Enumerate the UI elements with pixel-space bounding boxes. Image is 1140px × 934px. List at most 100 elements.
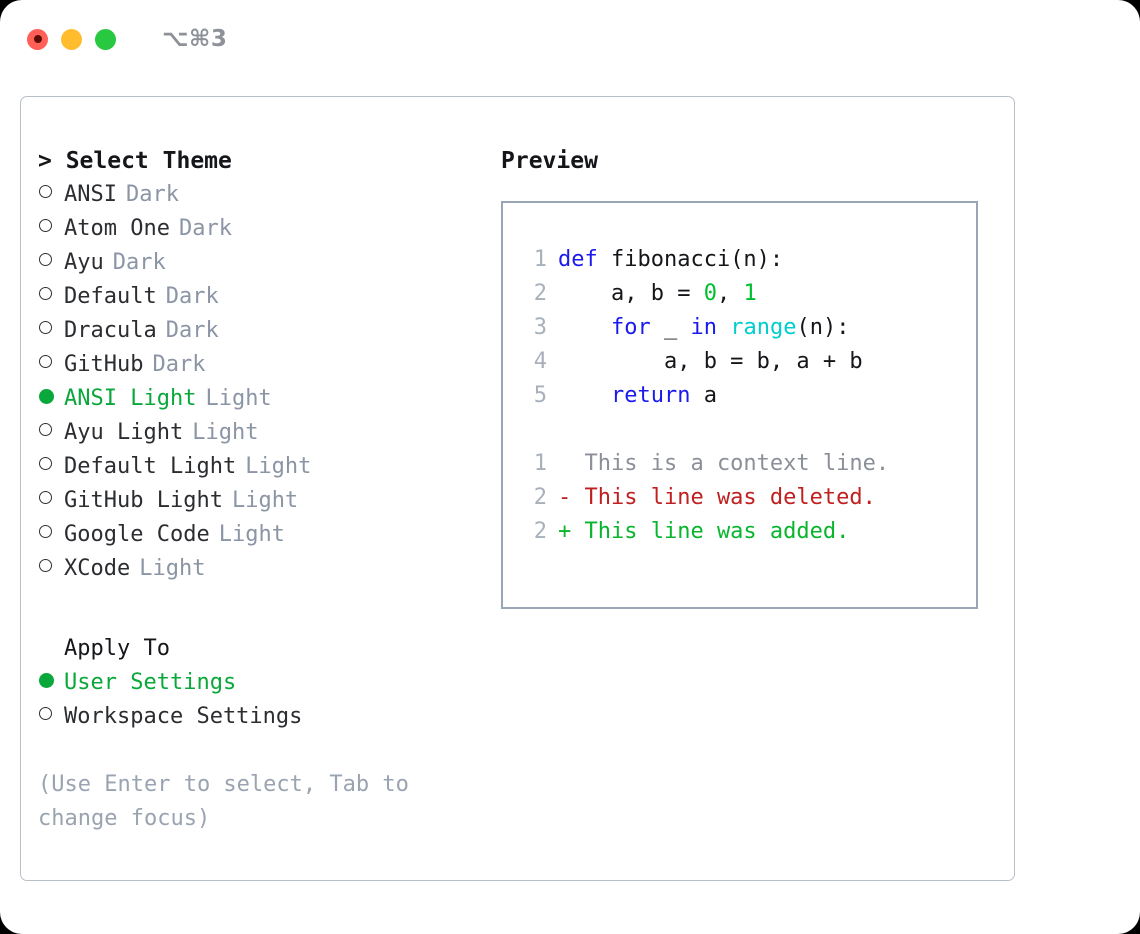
section-spacer: [38, 586, 486, 632]
token: return: [610, 383, 691, 408]
keyboard-shortcut-label: ⌥⌘3: [162, 26, 228, 52]
diff-line: 2 + This line was added.: [517, 515, 976, 549]
token: 0: [703, 281, 717, 306]
code-line-text: a, b = 0, 1: [558, 277, 757, 311]
code-line: 3 for _ in range(n):: [517, 311, 976, 345]
theme-option-badge: Light: [205, 386, 272, 411]
code-line: 2 a, b = 0, 1: [517, 277, 976, 311]
token: a, b = b, a + b: [558, 349, 863, 374]
window-controls: [27, 28, 116, 50]
token: [558, 315, 611, 340]
token: for: [610, 315, 651, 340]
line-number: 4: [533, 349, 547, 374]
theme-option-badge: Dark: [152, 352, 206, 377]
radio-glyph: [39, 355, 52, 368]
theme-option-label: Ayu Light: [64, 420, 184, 445]
theme-option-badge: Dark: [178, 216, 232, 241]
theme-option-label: Default: [64, 284, 157, 309]
maximize-button[interactable]: [95, 28, 116, 50]
radio-glyph: [39, 185, 52, 198]
token: [717, 315, 730, 340]
theme-option-11[interactable]: XCode Light: [38, 552, 486, 586]
theme-option-0[interactable]: ANSI Dark: [38, 178, 486, 212]
theme-option-label: XCode: [64, 556, 131, 581]
apply-to-option-label: User Settings: [64, 670, 237, 695]
token: This is a context line.: [558, 451, 890, 476]
code-diff-spacer: [517, 413, 976, 447]
token: a, b =: [558, 281, 704, 306]
radio-glyph: [39, 423, 52, 436]
close-icon: [33, 35, 42, 43]
page-title: > Select Theme: [38, 148, 232, 174]
radio-glyph: [39, 389, 54, 404]
keyboard-hint: (Use Enter to select, Tab to change focu…: [38, 772, 409, 831]
line-number: 5: [533, 383, 547, 408]
radio-glyph: [39, 287, 52, 300]
preview-title: Preview: [501, 148, 598, 174]
theme-option-badge: Dark: [112, 250, 166, 275]
line-number: 1: [533, 247, 547, 272]
token: - This line was deleted.: [558, 485, 876, 510]
theme-option-label: ANSI: [64, 182, 117, 207]
line-number: 2: [533, 281, 547, 306]
theme-option-6[interactable]: ANSI Light Light: [38, 382, 486, 416]
theme-option-badge: Dark: [125, 182, 179, 207]
theme-option-badge: Dark: [165, 284, 219, 309]
theme-option-label: GitHub: [64, 352, 144, 377]
theme-option-5[interactable]: GitHub Dark: [38, 348, 486, 382]
line-number: 2: [533, 519, 547, 544]
token: def: [558, 247, 611, 272]
theme-option-badge: Light: [245, 454, 312, 479]
diff-line: 2 - This line was deleted.: [517, 481, 976, 515]
apply-to-option-0[interactable]: User Settings: [38, 666, 486, 700]
token: range: [730, 315, 797, 340]
radio-glyph: [39, 457, 52, 470]
theme-option-3[interactable]: Default Dark: [38, 280, 486, 314]
theme-option-label: Google Code: [64, 522, 210, 547]
hint-spacer: [38, 734, 486, 768]
code-line-text: def fibonacci(n):: [558, 243, 783, 277]
code-line: 1 def fibonacci(n):: [517, 243, 976, 277]
theme-option-badge: Light: [231, 488, 299, 513]
token: fibonacci(n):: [610, 247, 784, 272]
token: a: [690, 383, 717, 408]
radio-glyph: [39, 525, 52, 538]
theme-option-label: Dracula: [64, 318, 157, 343]
apply-to-option-1[interactable]: Workspace Settings: [38, 700, 486, 734]
token: _: [650, 315, 691, 340]
theme-option-7[interactable]: Ayu Light Light: [38, 416, 486, 450]
token: (n):: [796, 315, 850, 340]
line-number: 3: [533, 315, 547, 340]
radio-glyph: [39, 253, 52, 266]
close-button[interactable]: [27, 28, 48, 50]
apply-to-heading: Apply To: [64, 636, 170, 661]
theme-option-badge: Light: [139, 556, 206, 581]
theme-option-4[interactable]: Dracula Dark: [38, 314, 486, 348]
minimize-button[interactable]: [61, 28, 82, 50]
code-line-text: for _ in range(n):: [558, 311, 849, 345]
radio-glyph: [39, 491, 52, 504]
theme-option-label: ANSI Light: [64, 386, 197, 411]
theme-option-badge: Light: [192, 420, 259, 445]
diff-sample: 1 This is a context line.2- This line wa…: [517, 447, 976, 549]
apply-to-option-label: Workspace Settings: [64, 704, 303, 729]
code-line: 4 a, b = b, a + b: [517, 345, 976, 379]
line-number: 2: [533, 485, 547, 510]
token: ,: [716, 281, 744, 306]
diff-line-text: + This line was added.: [558, 515, 849, 549]
theme-option-badge: Dark: [165, 318, 219, 343]
radio-glyph: [39, 673, 54, 688]
diff-line-text: - This line was deleted.: [558, 481, 876, 515]
radio-glyph: [39, 559, 52, 572]
